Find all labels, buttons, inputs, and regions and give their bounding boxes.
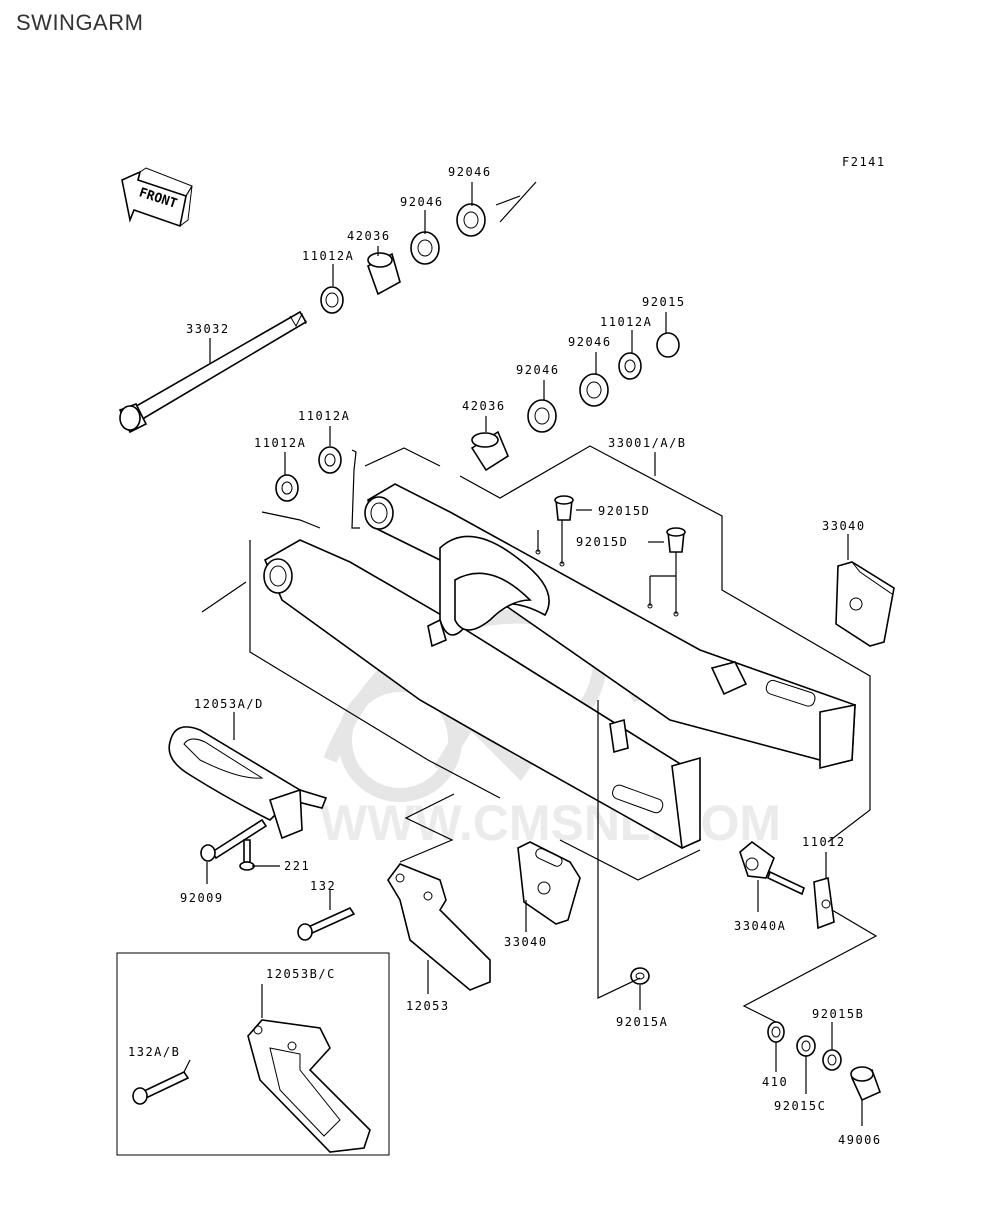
callout-33040-right: 33040 — [822, 519, 866, 533]
chain-guard-12053BC — [247, 1019, 371, 1153]
callout-92015b: 92015B — [812, 1007, 864, 1021]
callout-33040a: 33040A — [734, 919, 786, 933]
pivot-shaft-33032 — [118, 310, 308, 434]
callout-132: 132 — [310, 879, 336, 893]
callout-42036-top: 42036 — [347, 229, 391, 243]
front-arrow-icon: FRONT — [121, 167, 193, 228]
upper-bearing-set — [320, 203, 486, 314]
leader-lines — [183, 181, 878, 1126]
chain-adjuster-33040-center — [517, 841, 581, 925]
callout-42036-mid: 42036 — [462, 399, 506, 413]
callout-92046-right-a: 92046 — [568, 335, 612, 349]
callout-92015: 92015 — [642, 295, 686, 309]
bolt-132 — [297, 906, 356, 941]
nut-92015B — [822, 1049, 842, 1071]
swingarm-33001 — [263, 483, 856, 850]
callout-11012: 11012 — [802, 835, 846, 849]
callout-11012a-right: 11012A — [600, 315, 652, 329]
figure-code: F2141 — [842, 155, 886, 169]
washer-410 — [767, 1021, 785, 1043]
callout-12053ad: 12053A/D — [194, 697, 264, 711]
page-title: SWINGARM — [16, 10, 144, 35]
bolt-132AB — [132, 1070, 190, 1105]
watermark-url: WWW.CMSNL.COM — [320, 795, 781, 851]
cap-49006 — [850, 1066, 882, 1102]
callout-11012a-left-b: 11012A — [254, 436, 306, 450]
callout-92015a: 92015A — [616, 1015, 668, 1029]
nut-92015C — [796, 1035, 816, 1057]
callout-221: 221 — [284, 859, 310, 873]
callout-92046-top: 92046 — [448, 165, 492, 179]
callout-410: 410 — [762, 1075, 788, 1089]
collar-92015D — [554, 495, 686, 553]
inset-box — [116, 952, 390, 1156]
callout-92046-right-b: 92046 — [516, 363, 560, 377]
chain-adjuster-33040-right — [835, 561, 895, 647]
callout-92015d-a: 92015D — [598, 504, 650, 518]
callout-92015c: 92015C — [774, 1099, 826, 1113]
callout-132ab: 132A/B — [128, 1045, 180, 1059]
chain-cover-12053 — [387, 863, 491, 991]
screw-221 — [239, 839, 255, 871]
callout-11012a-top: 11012A — [302, 249, 354, 263]
callout-33001: 33001/A/B — [608, 436, 687, 450]
callout-12053: 12053 — [406, 999, 450, 1013]
right-bearing-set — [470, 332, 680, 472]
callout-33032: 33032 — [186, 322, 230, 336]
callout-92046-mid: 92046 — [400, 195, 444, 209]
adjuster-bolt-33040A — [739, 840, 805, 896]
callout-labels: 92046 92046 42036 11012A 33032 92015 110… — [128, 165, 882, 1147]
callout-12053bc: 12053B/C — [266, 967, 336, 981]
chain-guard-12053AD — [168, 726, 328, 840]
callout-92009: 92009 — [180, 891, 224, 905]
callout-33040-center: 33040 — [504, 935, 548, 949]
callout-92015d-b: 92015D — [576, 535, 628, 549]
callout-49006: 49006 — [838, 1133, 882, 1147]
bolt-92009 — [200, 818, 268, 862]
callout-11012a-left-a: 11012A — [298, 409, 350, 423]
left-bearing-set — [275, 446, 342, 502]
adjuster-plate-11012 — [813, 876, 835, 930]
